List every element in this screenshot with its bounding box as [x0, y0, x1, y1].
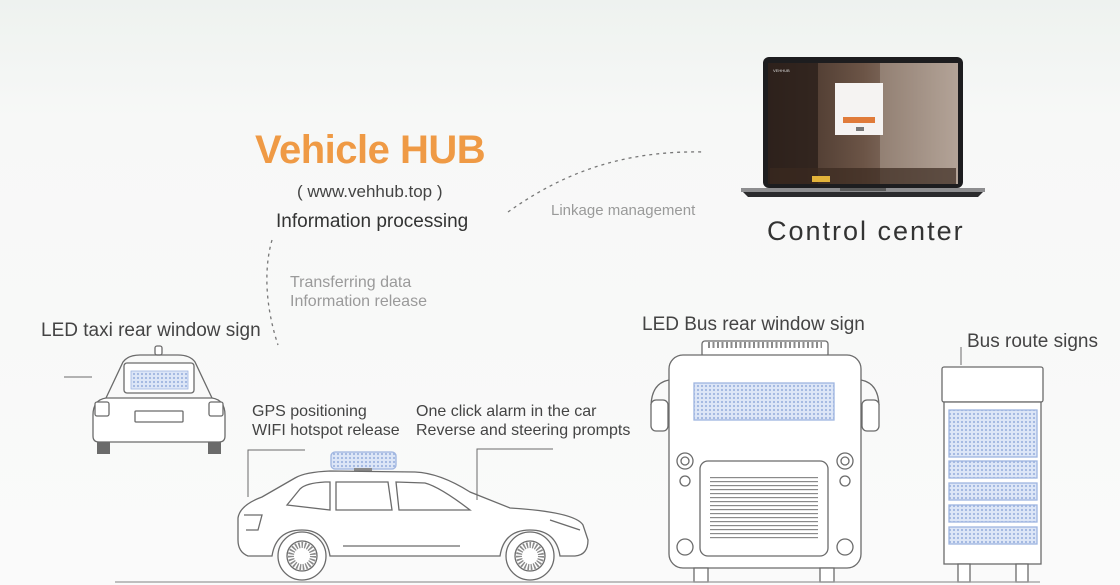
laptop-icon [741, 57, 985, 197]
linkage-label: Linkage management [551, 202, 696, 219]
feature-gps: GPS positioning [252, 403, 367, 420]
taxi-sign-label: LED taxi rear window sign [41, 320, 261, 341]
hub-url: ( www.vehhub.top ) [297, 182, 443, 201]
transfer-line-1: Transferring data [290, 274, 412, 291]
control-center-title: Control center [767, 216, 965, 246]
car-feature-left: GPS positioning WIFI hotspot release [252, 402, 400, 440]
taxi-rear-icon [64, 345, 226, 454]
route-sign-label: Bus route signs [967, 331, 1098, 352]
transfer-label: Transferring data Information release [290, 273, 427, 311]
laptop-screen-logo: VEHHUB [773, 68, 790, 73]
brand-title: Vehicle HUB [255, 128, 486, 172]
car-side-icon [237, 448, 589, 581]
route-sign-icon [941, 347, 1044, 583]
feature-wifi: WIFI hotspot release [252, 422, 400, 439]
bus-sign-label: LED Bus rear window sign [642, 314, 865, 335]
transfer-line-2: Information release [290, 293, 427, 310]
hub-role: Information processing [276, 211, 469, 232]
linkage-connector [507, 151, 706, 213]
feature-reverse: Reverse and steering prompts [416, 422, 631, 439]
feature-alarm: One click alarm in the car [416, 403, 597, 420]
bus-rear-icon [650, 340, 880, 583]
transfer-connector [266, 239, 279, 346]
car-feature-right: One click alarm in the car Reverse and s… [416, 402, 630, 440]
